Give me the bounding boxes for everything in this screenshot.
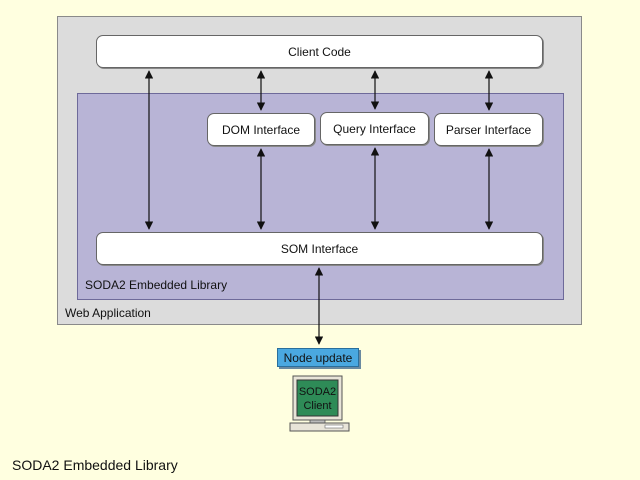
figure-caption: SODA2 Embedded Library (12, 457, 178, 473)
web-application-label: Web Application (65, 306, 151, 320)
client-line1: SODA2 (299, 386, 336, 398)
parser-interface-box: Parser Interface (434, 113, 543, 146)
client-line2: Client (303, 400, 331, 412)
query-interface-label: Query Interface (333, 121, 416, 136)
client-computer-icon: SODA2 Client (289, 375, 350, 432)
client-code-label: Client Code (288, 44, 351, 59)
som-interface-label: SOM Interface (280, 241, 359, 256)
query-interface-box: Query Interface (320, 112, 429, 145)
dom-interface-label: DOM Interface (221, 122, 301, 137)
client-code-box: Client Code (96, 35, 543, 68)
som-interface-box: SOM Interface (96, 232, 543, 265)
library-label: SODA2 Embedded Library (85, 278, 228, 292)
parser-interface-label: Parser Interface (445, 122, 532, 137)
node-update-label: Node update (283, 350, 353, 365)
dom-interface-box: DOM Interface (207, 113, 315, 146)
node-update-label-box: Node update (277, 348, 359, 367)
